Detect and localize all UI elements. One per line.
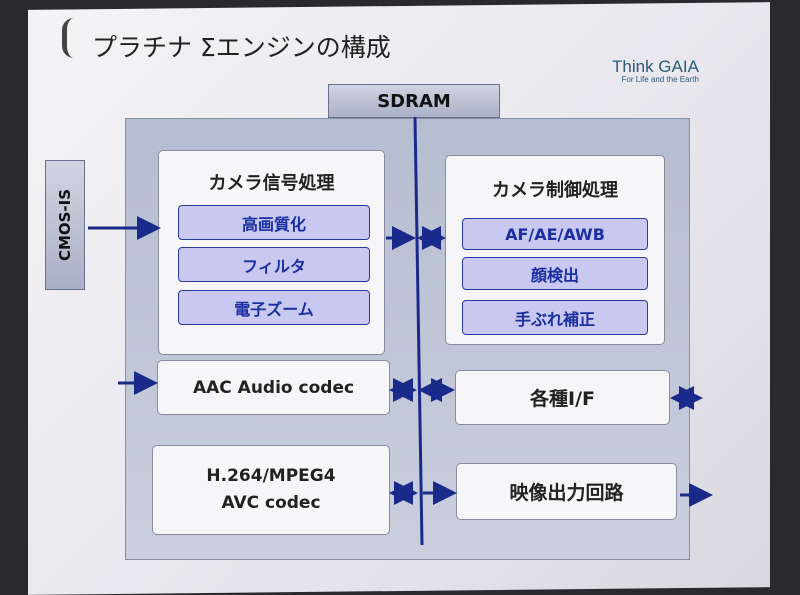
audio-codec-box: AAC Audio codec: [157, 360, 390, 415]
control-item: AF/AE/AWB: [462, 218, 648, 250]
video-output-box: 映像出力回路: [456, 463, 677, 520]
control-item: 手ぶれ補正: [462, 300, 648, 335]
interfaces-box: 各種I/F: [455, 370, 670, 425]
title-bracket: [62, 18, 78, 58]
signal-item: フィルタ: [178, 247, 370, 282]
slide-title: プラチナ Σエンジンの構成: [92, 33, 391, 62]
signal-item: 電子ズーム: [178, 290, 370, 325]
control-item: 顔検出: [462, 257, 648, 290]
signal-item: 高画質化: [178, 205, 370, 240]
cmos-box: CMOS-IS: [45, 160, 85, 290]
data-bus: [413, 116, 424, 546]
camera-signal-title: カメラ信号処理: [208, 173, 335, 194]
camera-control-title: カメラ制御処理: [492, 180, 618, 201]
